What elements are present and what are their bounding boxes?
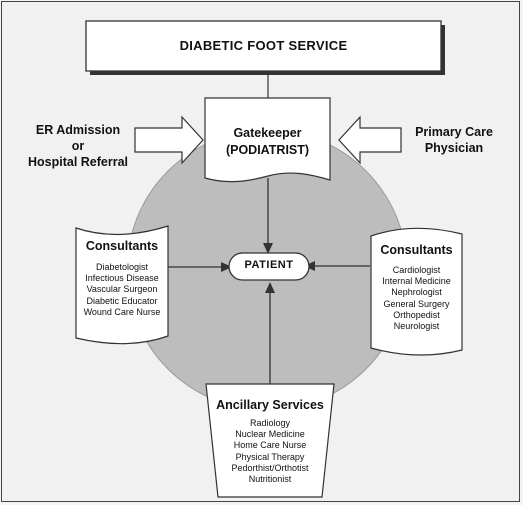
consultants-left-item: Diabetic Educator — [86, 295, 158, 306]
ancillary-item: Physical Therapy — [235, 451, 305, 462]
gatekeeper-to-patient-arrowhead — [263, 243, 273, 254]
ancillary-item: Radiology — [249, 418, 291, 428]
er-admission-line1: ER Admission — [35, 123, 121, 137]
ancillary-services: Ancillary Services Radiology Nuclear Med… — [206, 398, 334, 485]
consultants-right-item: Neurologist — [393, 321, 440, 332]
consultants-right-item: Nephrologist — [391, 287, 442, 298]
gatekeeper-line2: (PODIATRIST) — [225, 143, 310, 157]
ancillary-item: Nutritionist — [248, 474, 292, 485]
primary-care-label: Primary Care Physician — [404, 124, 504, 156]
er-admission-label: ER Admission or Hospital Referral — [22, 122, 134, 170]
ancillary-title: Ancillary Services — [216, 398, 324, 412]
gatekeeper-label: Gatekeeper (PODIATRIST) — [205, 125, 330, 159]
consultants-right: Consultants Cardiologist Internal Medici… — [371, 243, 462, 332]
consultants-left-item: Infectious Disease — [85, 273, 159, 284]
consultants-left: Consultants Diabetologist Infectious Dis… — [76, 239, 168, 318]
ancillary-item: Nuclear Medicine — [235, 429, 305, 440]
title-box — [85, 20, 442, 72]
consultants-right-item: Cardiologist — [392, 265, 441, 275]
consultants-right-item: General Surgery — [383, 298, 450, 309]
patient-node — [228, 252, 310, 281]
consultants-left-item: Diabetologist — [95, 262, 149, 272]
primary-care-line2: Physician — [424, 141, 484, 155]
consultants-right-item: Orthopedist — [393, 309, 440, 320]
consultants-left-title: Consultants — [85, 239, 159, 253]
primary-care-arrow — [338, 115, 402, 165]
consultants-right-list: Cardiologist Internal Medicine Nephrolog… — [371, 265, 462, 332]
ancillary-to-patient-arrowhead — [265, 282, 275, 293]
er-admission-line2: or — [71, 139, 85, 153]
patient-label: PATIENT — [244, 259, 294, 271]
ancillary-item: Pedorthist/Orthotist — [231, 462, 309, 473]
consultants-right-box — [370, 227, 463, 356]
left-consultants-to-patient-arrowhead — [221, 262, 232, 272]
er-admission-arrow — [134, 115, 204, 165]
gatekeeper-box — [204, 97, 331, 183]
consultants-right-title: Consultants — [380, 243, 453, 257]
ancillary-box — [205, 383, 335, 498]
consultants-right-item: Internal Medicine — [382, 276, 451, 287]
gatekeeper-line1: Gatekeeper — [233, 126, 302, 140]
consultants-left-box — [75, 225, 169, 345]
er-admission-line3: Hospital Referral — [27, 155, 129, 169]
consultants-left-list: Diabetologist Infectious Disease Vascula… — [76, 262, 168, 318]
title-label: DIABETIC FOOT SERVICE — [179, 38, 348, 53]
primary-care-line1: Primary Care — [415, 125, 493, 139]
ancillary-item: Home Care Nurse — [233, 440, 307, 451]
ancillary-list: Radiology Nuclear Medicine Home Care Nur… — [206, 418, 334, 485]
consultants-left-item: Vascular Surgeon — [86, 284, 158, 295]
consultants-left-item: Wound Care Nurse — [83, 306, 161, 317]
